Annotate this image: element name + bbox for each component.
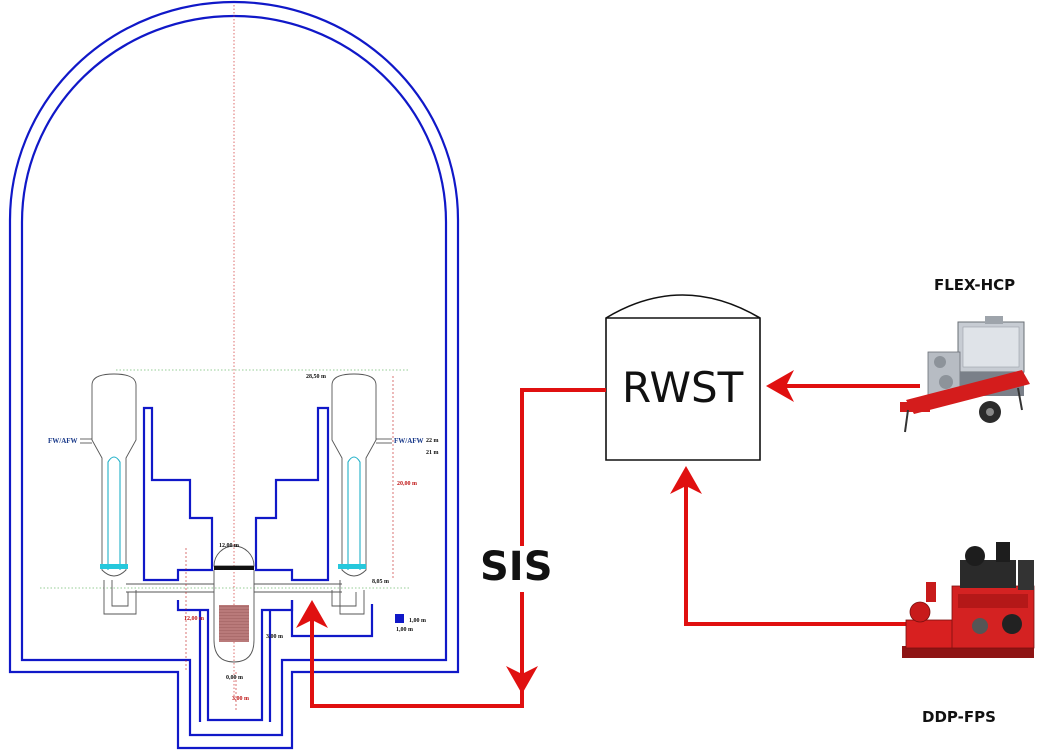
containment-inner-wall [20,14,448,737]
dim-level-22: 22 m [426,438,439,444]
reactor-core [219,605,249,642]
primary-loop-piping [126,583,342,593]
scale-legend-height: 1,00 m [396,627,413,633]
scale-legend-width: 1,00 m [409,618,426,624]
dimension-lines [185,376,394,712]
dim-level-300-right: 3,00 m [266,634,283,640]
sis-label: SIS [480,544,553,590]
flex-hcp-label: FLEX-HCP [934,276,1015,294]
dim-cavity-300: 3,00 m [232,696,249,702]
dim-level-000: 0,00 m [226,675,243,681]
scale-legend-square [395,614,404,623]
steam-generator-right [331,373,392,615]
fw-afw-label-left: FW/AFW [48,437,78,445]
reactor-cavity-wall [176,600,294,722]
sis-flow-line [296,388,606,708]
right-wall-block [254,406,330,582]
fw-afw-label-right: FW/AFW [394,437,424,445]
sis-label-bg [476,546,562,592]
rwst-tank [605,294,761,461]
dim-level-805: 8,05 m [372,579,389,585]
ddp-fps-flow-line [670,466,910,626]
containment-outer-wall [8,0,460,750]
containment-building [8,0,460,750]
right-lower-wall [290,600,374,638]
steam-generator-left [80,373,137,615]
internal-walls [142,406,374,722]
dim-level-21: 21 m [426,450,439,456]
rwst-label: RWST [622,363,744,412]
reactor-vessel [213,545,255,663]
dim-sg-height: 20,00 m [397,481,417,487]
dim-width-top: 28,50 m [306,374,326,380]
flex-hcp-pump-image [900,316,1030,433]
ddp-fps-pump-image [902,542,1035,658]
dim-lower-12: 12,00 m [184,616,204,622]
ddp-fps-label: DDP-FPS [922,708,996,726]
dim-pressurizer-top: 12,00 m [219,543,239,549]
left-wall-block [142,406,214,582]
